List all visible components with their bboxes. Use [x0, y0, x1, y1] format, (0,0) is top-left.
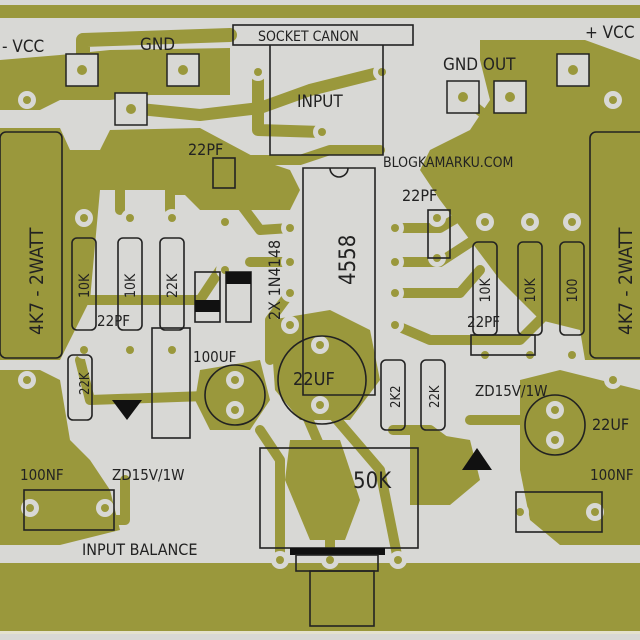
resistor-left-1	[117, 237, 143, 331]
resistor-left-2	[159, 237, 185, 331]
label-2k2: 2K2	[389, 385, 404, 408]
power-resistor-right-outline	[589, 131, 640, 359]
resistor-right-0-label: 10K	[478, 277, 494, 302]
resistor-left-0	[71, 237, 97, 331]
label-power-res-left: 4K7 - 2WATT	[26, 227, 48, 335]
label-input: INPUT	[297, 92, 343, 112]
resistor-right-1-label: 10K	[523, 277, 539, 302]
label-22k-mid: 22K	[428, 385, 443, 408]
label-pos-vcc: + VCC	[585, 23, 635, 43]
label-zener-right: ZD15V/1W	[475, 382, 548, 400]
label-website: BLOGKAMARKU.COM	[383, 155, 513, 171]
label-22pf-right-low: 22PF	[467, 313, 500, 331]
label-ic: 4558	[336, 235, 361, 285]
label-22pf-left-low: 22PF	[97, 312, 130, 330]
label-socket: SOCKET CANON	[258, 29, 359, 45]
resistor-left-0-label: 10K	[77, 273, 93, 298]
socket-body-outline	[269, 45, 384, 156]
square-pads	[65, 53, 590, 126]
label-gnd: GND	[140, 35, 175, 55]
cap-22uf-center-outline	[277, 335, 367, 425]
label-diodes: 2X 1N4148	[265, 240, 284, 320]
label-pot: 50K	[353, 469, 392, 494]
resistor-outlines	[67, 237, 585, 431]
cap-100nf-right-outline	[515, 491, 603, 533]
label-neg-vcc: - VCC	[2, 37, 44, 57]
ic-outline	[302, 167, 376, 396]
resistor-right-0	[472, 241, 498, 336]
cap-100nf-left-outline	[23, 489, 115, 531]
zener-right-icon	[462, 448, 492, 470]
resistor-22k-left	[67, 354, 93, 421]
resistor-2k2	[380, 359, 406, 431]
zener-left-icon	[112, 400, 142, 420]
label-100nf-right: 100NF	[590, 466, 634, 484]
label-zener-left: ZD15V/1W	[112, 466, 185, 484]
label-22pf-top: 22PF	[188, 140, 223, 159]
resistor-right-2	[559, 241, 585, 336]
resistor-left-1-label: 10K	[123, 273, 139, 298]
resistor-right-1	[517, 241, 543, 336]
resistor-22k-mid	[420, 359, 446, 431]
resistor-right-2-label: 100	[565, 278, 581, 302]
labels: - VCC GND SOCKET CANON INPUT GND OUT + V…	[2, 23, 637, 559]
bottom-ground-band	[0, 563, 640, 631]
cap-small-outline	[204, 364, 266, 426]
bottom-edge-line	[0, 631, 640, 634]
label-input-balance: INPUT BALANCE	[82, 540, 197, 559]
power-resistor-left-outline	[0, 131, 63, 359]
label-100uf: 100UF	[193, 348, 236, 366]
socket-outline	[232, 24, 414, 46]
diode1-outline	[194, 271, 221, 323]
label-22uf-right: 22UF	[592, 415, 629, 434]
pot-shaft-outline	[309, 570, 375, 627]
component-outlines	[0, 24, 640, 627]
label-100nf-left: 100NF	[20, 466, 64, 484]
cap-100uf-outline	[151, 327, 191, 439]
cap-22uf-right-outline	[524, 394, 586, 456]
resistor-left-2-label: 22K	[165, 273, 181, 298]
label-22pf-right: 22PF	[402, 186, 437, 205]
label-power-res-right: 4K7 - 2WATT	[615, 227, 637, 335]
top-ground-band	[0, 5, 640, 18]
label-22uf-center: 22UF	[293, 369, 335, 390]
label-22k-left: 22K	[78, 372, 93, 395]
pos-vcc-pad	[556, 53, 590, 87]
label-gnd-out: GND OUT	[443, 55, 516, 75]
